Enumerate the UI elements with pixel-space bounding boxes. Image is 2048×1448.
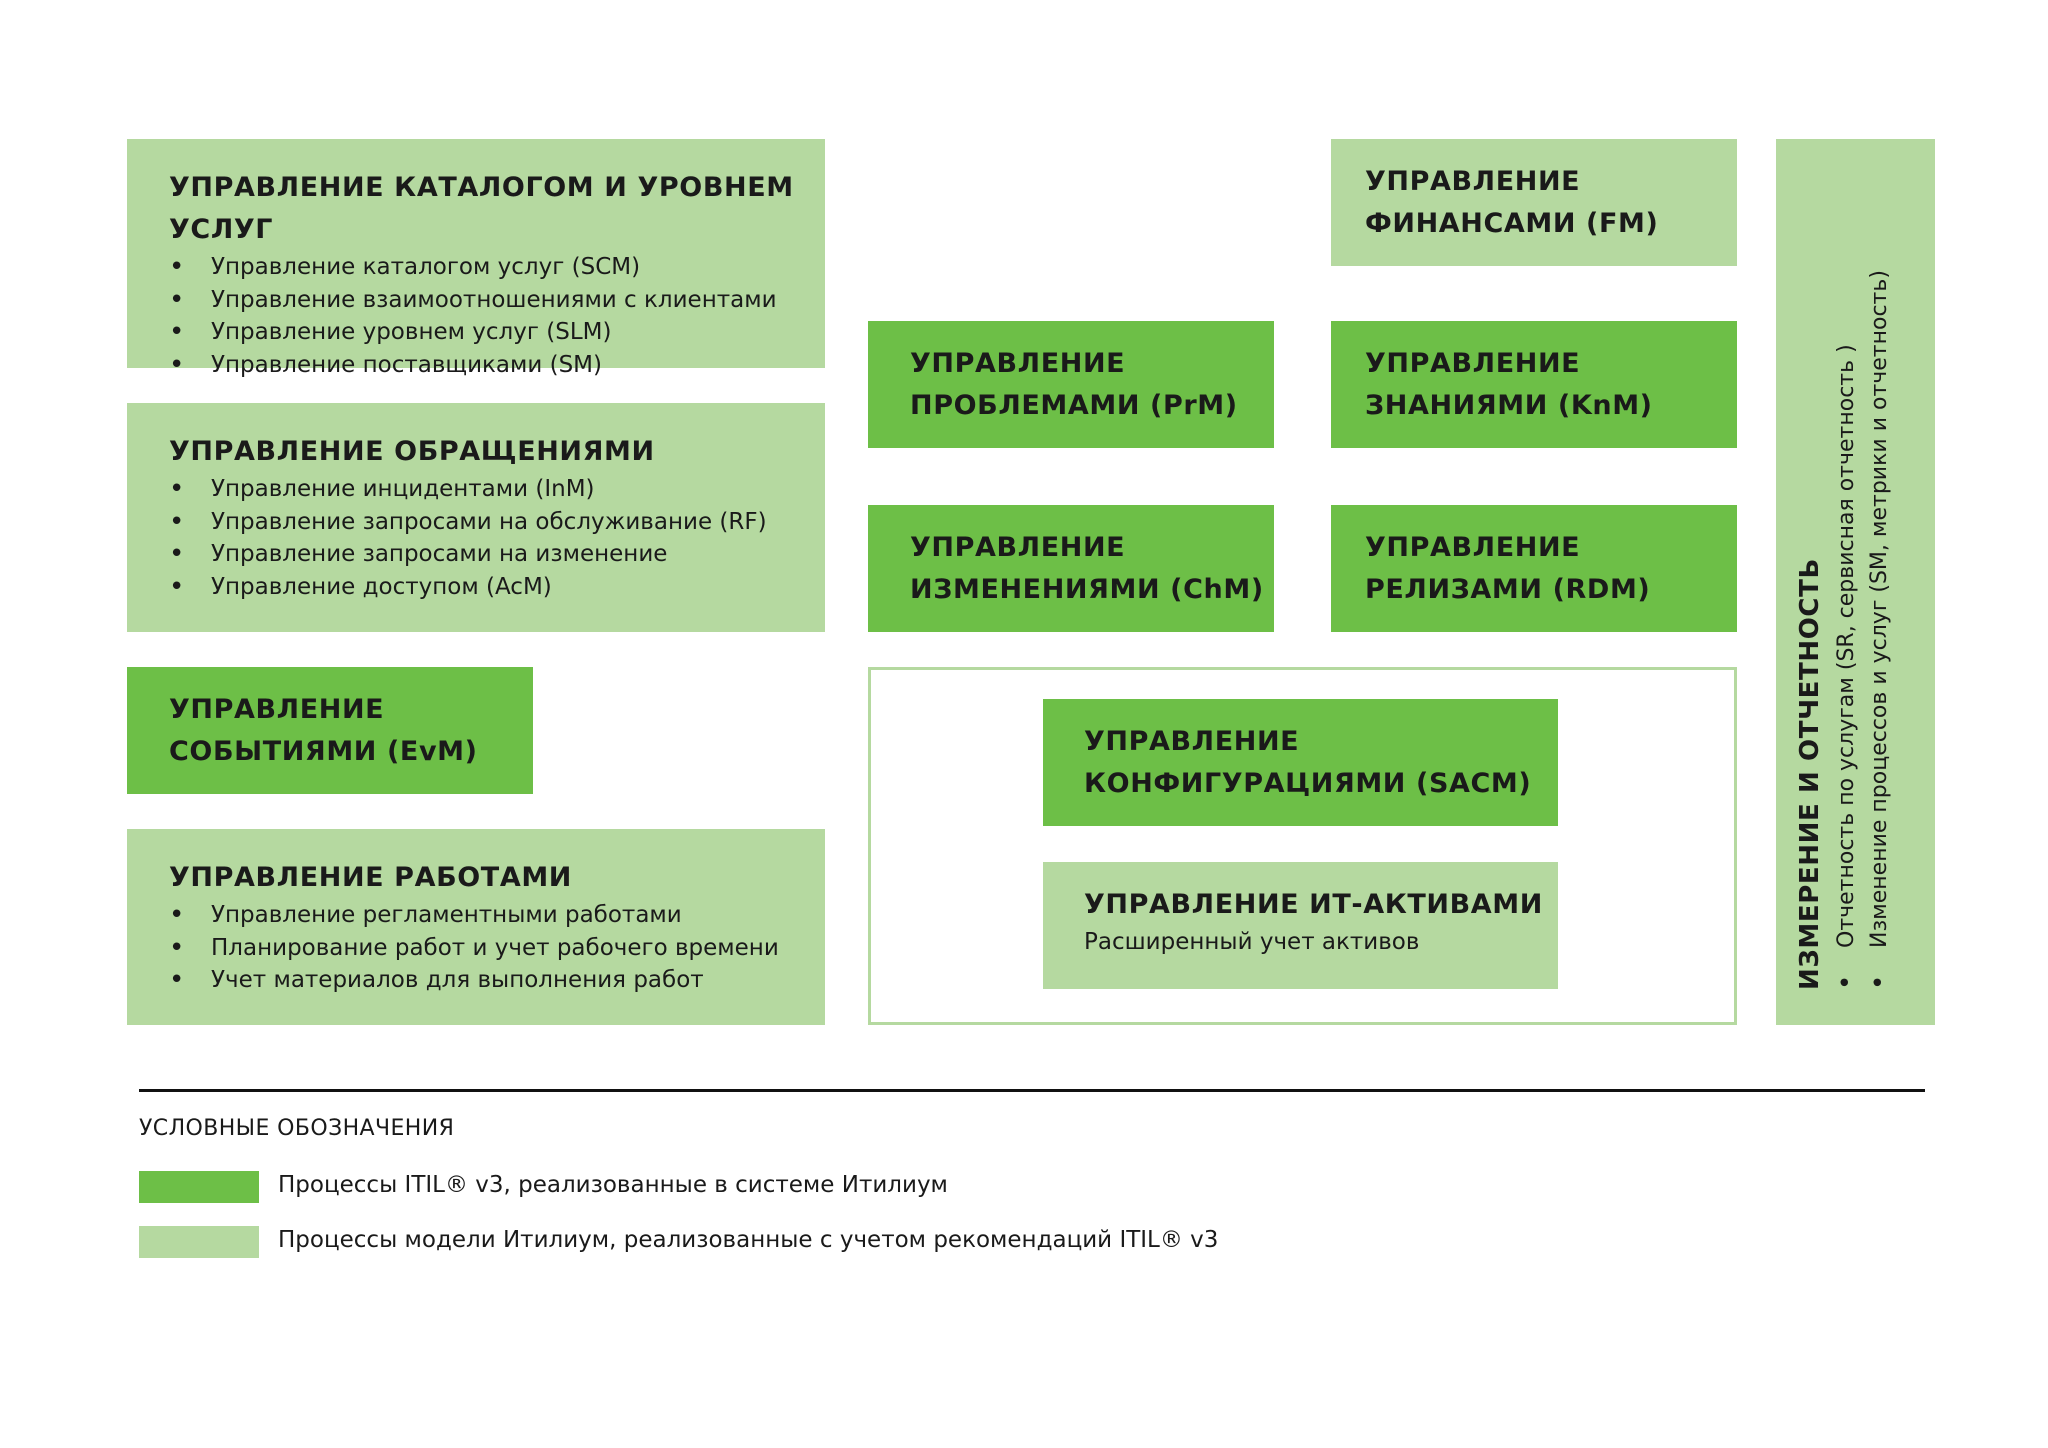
finance-box: УПРАВЛЕНИЕ ФИНАНСАМИ (FM) xyxy=(1331,139,1737,266)
events-title-line1: УПРАВЛЕНИЕ xyxy=(169,694,385,725)
works-box: УПРАВЛЕНИЕ РАБОТАМИ Управление регламент… xyxy=(127,829,825,1025)
events-title-line2: СОБЫТИЯМИ (EvM) xyxy=(169,736,478,767)
assets-title: УПРАВЛЕНИЕ ИТ-АКТИВАМИ xyxy=(1084,889,1543,920)
legend-label-implemented: Процессы ITIL® v3, реализованные в систе… xyxy=(278,1172,948,1198)
finance-title-line1: УПРАВЛЕНИЕ xyxy=(1365,166,1581,197)
changes-box: УПРАВЛЕНИЕ ИЗМЕНЕНИЯМИ (ChM) xyxy=(868,505,1274,632)
measurement-box: ИЗМЕРЕНИЕ И ОТЧЕТНОСТЬ Отчетность по усл… xyxy=(1776,139,1935,1025)
problems-box: УПРАВЛЕНИЕ ПРОБЛЕМАМИ (PrM) xyxy=(868,321,1274,448)
list-item: Управление каталогом услуг (SCM) xyxy=(169,251,825,284)
list-item: Управление уровнем услуг (SLM) xyxy=(169,316,825,349)
changes-title-line1: УПРАВЛЕНИЕ xyxy=(910,532,1126,563)
knowledge-box: УПРАВЛЕНИЕ ЗНАНИЯМИ (KnM) xyxy=(1331,321,1737,448)
list-item: Управление поставщиками (SM) xyxy=(169,349,825,382)
events-box: УПРАВЛЕНИЕ СОБЫТИЯМИ (EvM) xyxy=(127,667,533,794)
list-item: Планирование работ и учет рабочего време… xyxy=(169,932,825,965)
releases-box: УПРАВЛЕНИЕ РЕЛИЗАМИ (RDM) xyxy=(1331,505,1737,632)
list-item: Изменение процессов и услуг (SM, метрики… xyxy=(1863,139,1896,990)
assets-subtitle: Расширенный учет активов xyxy=(1084,929,1420,955)
legend-title: УСЛОВНЫЕ ОБОЗНАЧЕНИЯ xyxy=(139,1116,455,1141)
works-title: УПРАВЛЕНИЕ РАБОТАМИ xyxy=(169,862,572,893)
list-item: Управление запросами на изменение xyxy=(169,538,825,571)
list-item: Отчетность по услугам (SR, сервисная отч… xyxy=(1830,139,1863,990)
list-item: Учет материалов для выполнения работ xyxy=(169,964,825,997)
legend-label-recommended: Процессы модели Итилиум, реализованные с… xyxy=(278,1227,1219,1253)
releases-title-line2: РЕЛИЗАМИ (RDM) xyxy=(1365,574,1651,605)
problems-title-line1: УПРАВЛЕНИЕ xyxy=(910,348,1126,379)
knowledge-title-line1: УПРАВЛЕНИЕ xyxy=(1365,348,1581,379)
config-title-line2: КОНФИГУРАЦИЯМИ (SACM) xyxy=(1084,768,1532,799)
legend-swatch-recommended xyxy=(139,1226,259,1258)
catalog-service-level-box: УПРАВЛЕНИЕ КАТАЛОГОМ И УРОВНЕМ УСЛУГ Упр… xyxy=(127,139,825,381)
works-list: Управление регламентными работами Планир… xyxy=(169,899,825,997)
config-title-line1: УПРАВЛЕНИЕ xyxy=(1084,726,1300,757)
list-item: Управление доступом (AcM) xyxy=(169,571,825,604)
requests-title: УПРАВЛЕНИЕ ОБРАЩЕНИЯМИ xyxy=(169,436,655,467)
legend-swatch-implemented xyxy=(139,1171,259,1203)
requests-list: Управление инцидентами (InM) Управление … xyxy=(169,473,825,603)
measurement-title: ИЗМЕРЕНИЕ И ОТЧЕТНОСТЬ xyxy=(1795,558,1825,990)
finance-title-line2: ФИНАНСАМИ (FM) xyxy=(1365,208,1659,239)
configuration-box: УПРАВЛЕНИЕ КОНФИГУРАЦИЯМИ (SACM) xyxy=(1043,699,1558,826)
it-assets-box: УПРАВЛЕНИЕ ИТ-АКТИВАМИ Расширенный учет … xyxy=(1043,862,1558,989)
list-item: Управление регламентными работами xyxy=(169,899,825,932)
requests-box: УПРАВЛЕНИЕ ОБРАЩЕНИЯМИ Управление инциде… xyxy=(127,403,825,632)
changes-title-line2: ИЗМЕНЕНИЯМИ (ChM) xyxy=(910,574,1264,605)
list-item: Управление запросами на обслуживание (RF… xyxy=(169,506,825,539)
catalog-list: Управление каталогом услуг (SCM) Управле… xyxy=(169,251,825,381)
list-item: Управление инцидентами (InM) xyxy=(169,473,825,506)
legend-divider xyxy=(139,1089,1925,1092)
releases-title-line1: УПРАВЛЕНИЕ xyxy=(1365,532,1581,563)
catalog-title: УПРАВЛЕНИЕ КАТАЛОГОМ И УРОВНЕМ УСЛУГ xyxy=(169,172,794,245)
measurement-rotated-content: ИЗМЕРЕНИЕ И ОТЧЕТНОСТЬ Отчетность по усл… xyxy=(1776,139,1935,1025)
knowledge-title-line2: ЗНАНИЯМИ (KnM) xyxy=(1365,390,1653,421)
list-item: Управление взаимоотношениями с клиентами xyxy=(169,284,825,317)
problems-title-line2: ПРОБЛЕМАМИ (PrM) xyxy=(910,390,1238,421)
measurement-list: Отчетность по услугам (SR, сервисная отч… xyxy=(1830,139,1896,990)
